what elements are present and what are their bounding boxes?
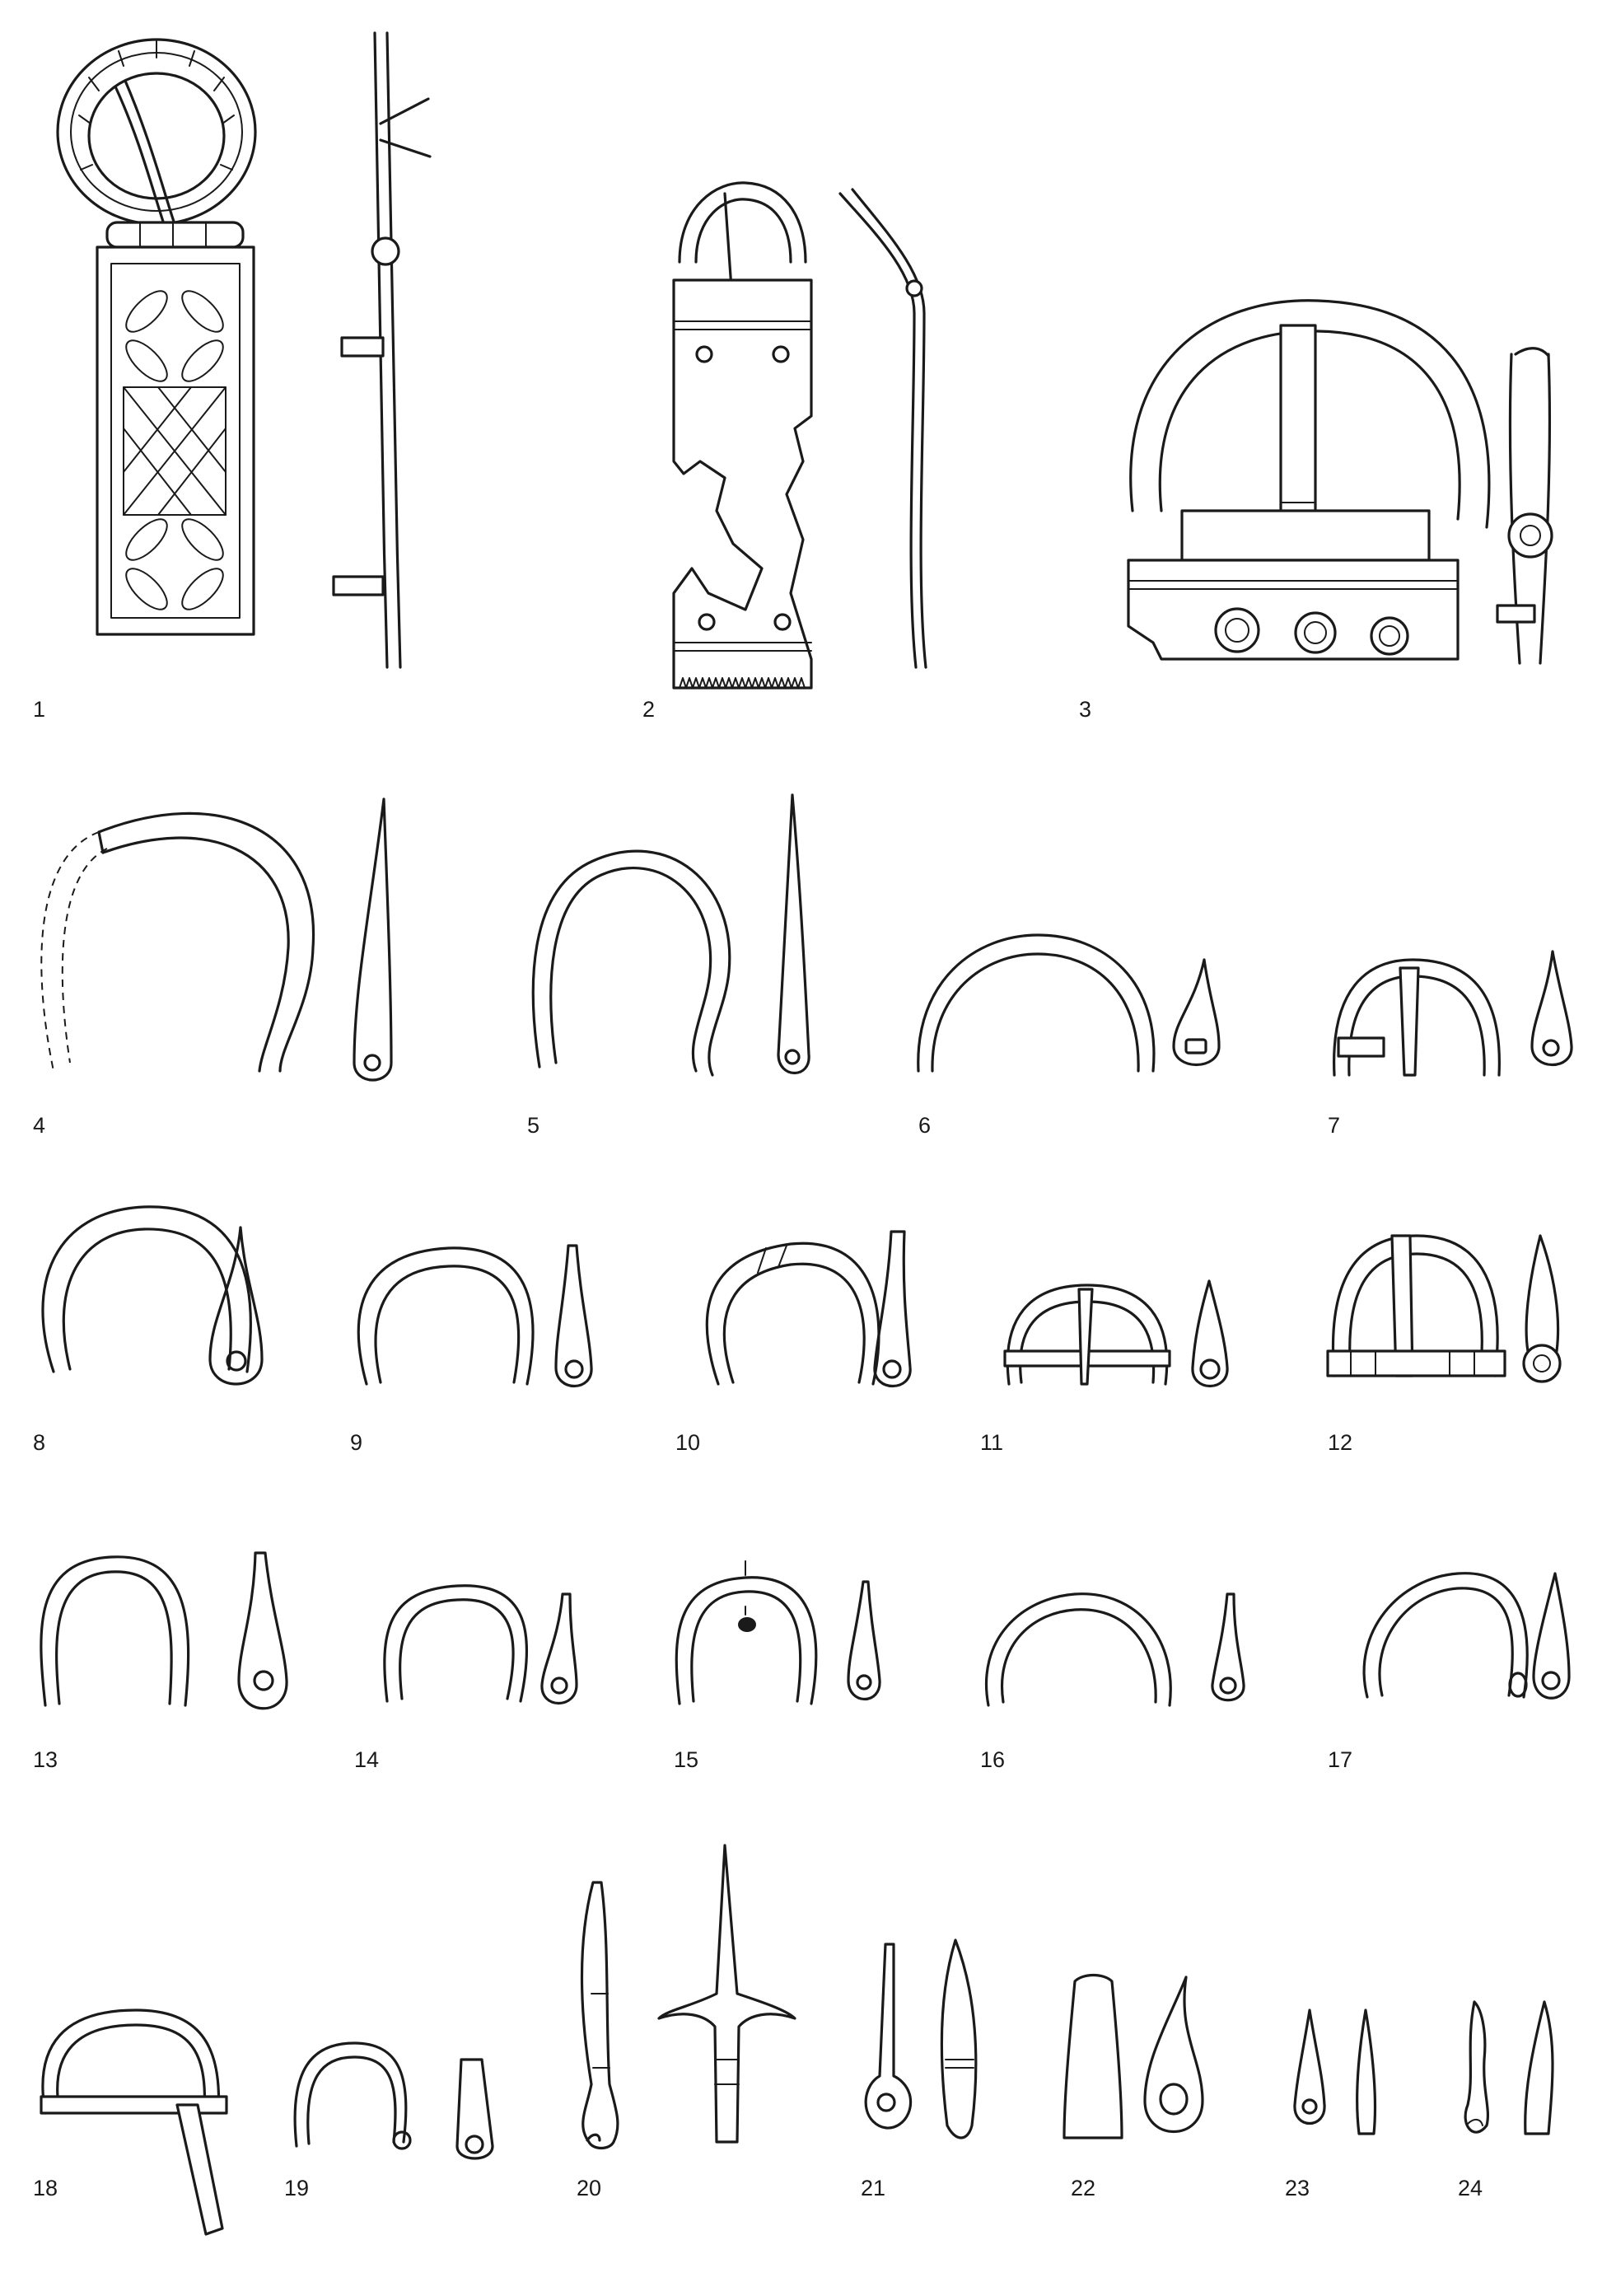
- label-7: 7: [1328, 1113, 1340, 1138]
- label-22: 22: [1071, 2176, 1095, 2200]
- item-19-buckle-frame: [293, 2041, 412, 2150]
- item-3-buckle: [1127, 299, 1491, 661]
- label-24: 24: [1458, 2176, 1483, 2200]
- item-11-tongue: [1191, 1279, 1229, 1387]
- label-23: 23: [1285, 2176, 1310, 2200]
- item-20-tongue-front: [657, 1844, 796, 2144]
- item-1-side-profile: [332, 31, 432, 669]
- item-4-tongue: [353, 797, 393, 1082]
- item-17-buckle-frame: [1362, 1572, 1529, 1699]
- label-5: 5: [527, 1113, 539, 1138]
- label-9: 9: [350, 1430, 362, 1455]
- label-15: 15: [674, 1747, 698, 1772]
- label-10: 10: [675, 1430, 700, 1455]
- item-24-tongue-side: [1524, 2000, 1554, 2135]
- item-15-tongue: [847, 1580, 881, 1700]
- item-12-tongue: [1522, 1234, 1562, 1383]
- item-12-buckle: [1326, 1234, 1506, 1377]
- item-6-tongue: [1172, 958, 1221, 1066]
- item-18-buckle: [40, 2008, 228, 2236]
- item-9-buckle-frame: [357, 1246, 535, 1386]
- item-10-buckle-frame: [705, 1242, 880, 1386]
- item-1-buckle-with-plate: [56, 38, 257, 636]
- label-4: 4: [33, 1113, 45, 1138]
- item-5-tongue: [777, 793, 810, 1074]
- label-12: 12: [1328, 1430, 1352, 1455]
- item-24-tongue-front: [1464, 2000, 1490, 2134]
- label-17: 17: [1328, 1747, 1352, 1772]
- label-18: 18: [33, 2176, 58, 2200]
- item-3-side-profile: [1496, 347, 1553, 665]
- label-20: 20: [577, 2176, 601, 2200]
- label-11: 11: [980, 1430, 1003, 1455]
- item-23-tongue-front: [1293, 2008, 1326, 2125]
- label-13: 13: [33, 1747, 58, 1772]
- section-mark: [738, 1617, 756, 1632]
- item-11-buckle: [1003, 1284, 1171, 1386]
- item-15-buckle-frame: [675, 1560, 818, 1705]
- item-5-buckle-frame: [531, 849, 731, 1077]
- item-16-tongue: [1211, 1592, 1245, 1702]
- label-2: 2: [642, 697, 655, 722]
- item-17-tongue: [1532, 1572, 1571, 1700]
- item-20-tongue-side: [581, 1881, 619, 2150]
- item-21-tongue-front: [864, 1943, 913, 2130]
- item-7-tongue: [1530, 950, 1573, 1066]
- item-19-tongue: [455, 2058, 494, 2160]
- item-2-side-profile: [838, 188, 927, 669]
- item-13-buckle-frame: [40, 1555, 190, 1707]
- item-14-tongue: [540, 1592, 578, 1704]
- item-23-tongue-side: [1356, 2008, 1377, 2135]
- item-7-buckle: [1333, 958, 1501, 1077]
- item-16-buckle-frame: [984, 1592, 1172, 1707]
- item-4-buckle-frame: [40, 811, 315, 1073]
- label-6: 6: [918, 1113, 931, 1138]
- item-10-tongue: [873, 1230, 912, 1387]
- label-19: 19: [284, 2176, 309, 2200]
- item-8-buckle-frame: [41, 1205, 252, 1373]
- item-9-tongue: [554, 1244, 593, 1387]
- label-16: 16: [980, 1747, 1005, 1772]
- item-22-tongue-front: [1063, 1973, 1123, 2139]
- label-8: 8: [33, 1430, 45, 1455]
- item-22-tongue-side: [1143, 1976, 1204, 2134]
- item-6-buckle-frame: [917, 933, 1156, 1073]
- item-13-tongue: [237, 1551, 288, 1710]
- item-14-buckle-frame: [383, 1584, 529, 1703]
- item-8-tongue: [208, 1226, 264, 1386]
- label-3: 3: [1079, 697, 1091, 722]
- label-14: 14: [354, 1747, 379, 1772]
- item-21-tongue-side: [940, 1938, 978, 2139]
- label-21: 21: [861, 2176, 885, 2200]
- item-2-buckle-with-plate: [672, 181, 813, 690]
- label-1: 1: [33, 697, 45, 722]
